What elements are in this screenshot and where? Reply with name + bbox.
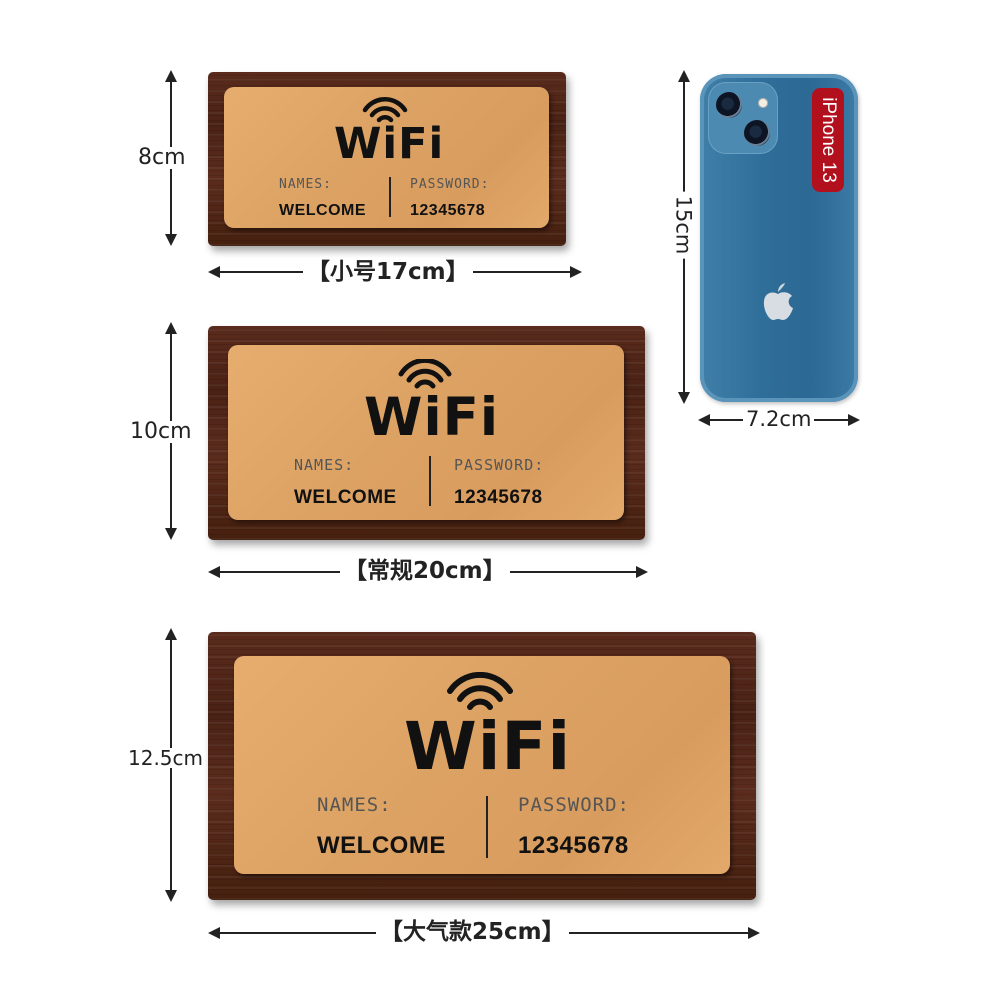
gold-plate-regular: WiFi NAMES: WELCOME PASSWORD: 12345678	[228, 345, 624, 520]
password-value: 12345678	[410, 202, 486, 219]
password-label: PASSWORD:	[410, 177, 490, 192]
wifi-icon	[362, 97, 408, 123]
model-tag: iPhone 13	[812, 88, 844, 192]
height-label-large: 12.5cm	[128, 746, 204, 770]
wifi-title: WiFi	[404, 708, 572, 785]
size-label-regular: 【常规20cm】	[340, 560, 510, 583]
gold-plate-small: WiFi NAMES: WELCOME PASSWORD: 12345678	[224, 87, 549, 228]
password-value: 12345678	[454, 487, 543, 508]
gold-plate-large: WiFi NAMES: WELCOME PASSWORD: 12345678	[234, 656, 730, 874]
camera-module	[708, 82, 778, 154]
password-label: PASSWORD:	[518, 794, 630, 816]
height-label-regular: 10cm	[130, 419, 192, 444]
flash-icon	[758, 98, 768, 108]
names-label: NAMES:	[317, 794, 392, 816]
names-value: WELCOME	[317, 832, 446, 859]
apple-logo-icon	[763, 283, 793, 320]
iphone-back: iPhone 13	[700, 74, 858, 402]
password-label: PASSWORD:	[454, 456, 545, 474]
wifi-icon	[447, 672, 513, 710]
camera-lens-icon	[716, 92, 742, 118]
wifi-title: WiFi	[364, 387, 499, 448]
size-label-large: 【大气款25cm】	[376, 921, 569, 944]
wifi-icon	[398, 359, 452, 389]
divider	[429, 456, 431, 506]
names-value: WELCOME	[294, 487, 397, 508]
height-label-small: 8cm	[138, 145, 186, 170]
divider	[389, 177, 391, 217]
wifi-title: WiFi	[334, 119, 445, 169]
names-label: NAMES:	[294, 456, 355, 474]
names-value: WELCOME	[279, 202, 367, 219]
height-label-phone: 15cm	[670, 191, 696, 259]
width-label-phone: 7.2cm	[743, 409, 815, 430]
size-label-small: 【小号17cm】	[303, 261, 473, 284]
password-value: 12345678	[518, 832, 629, 859]
camera-lens-icon	[744, 120, 770, 146]
names-label: NAMES:	[279, 177, 332, 192]
model-tag-text: iPhone 13	[818, 97, 839, 183]
divider	[486, 796, 488, 858]
